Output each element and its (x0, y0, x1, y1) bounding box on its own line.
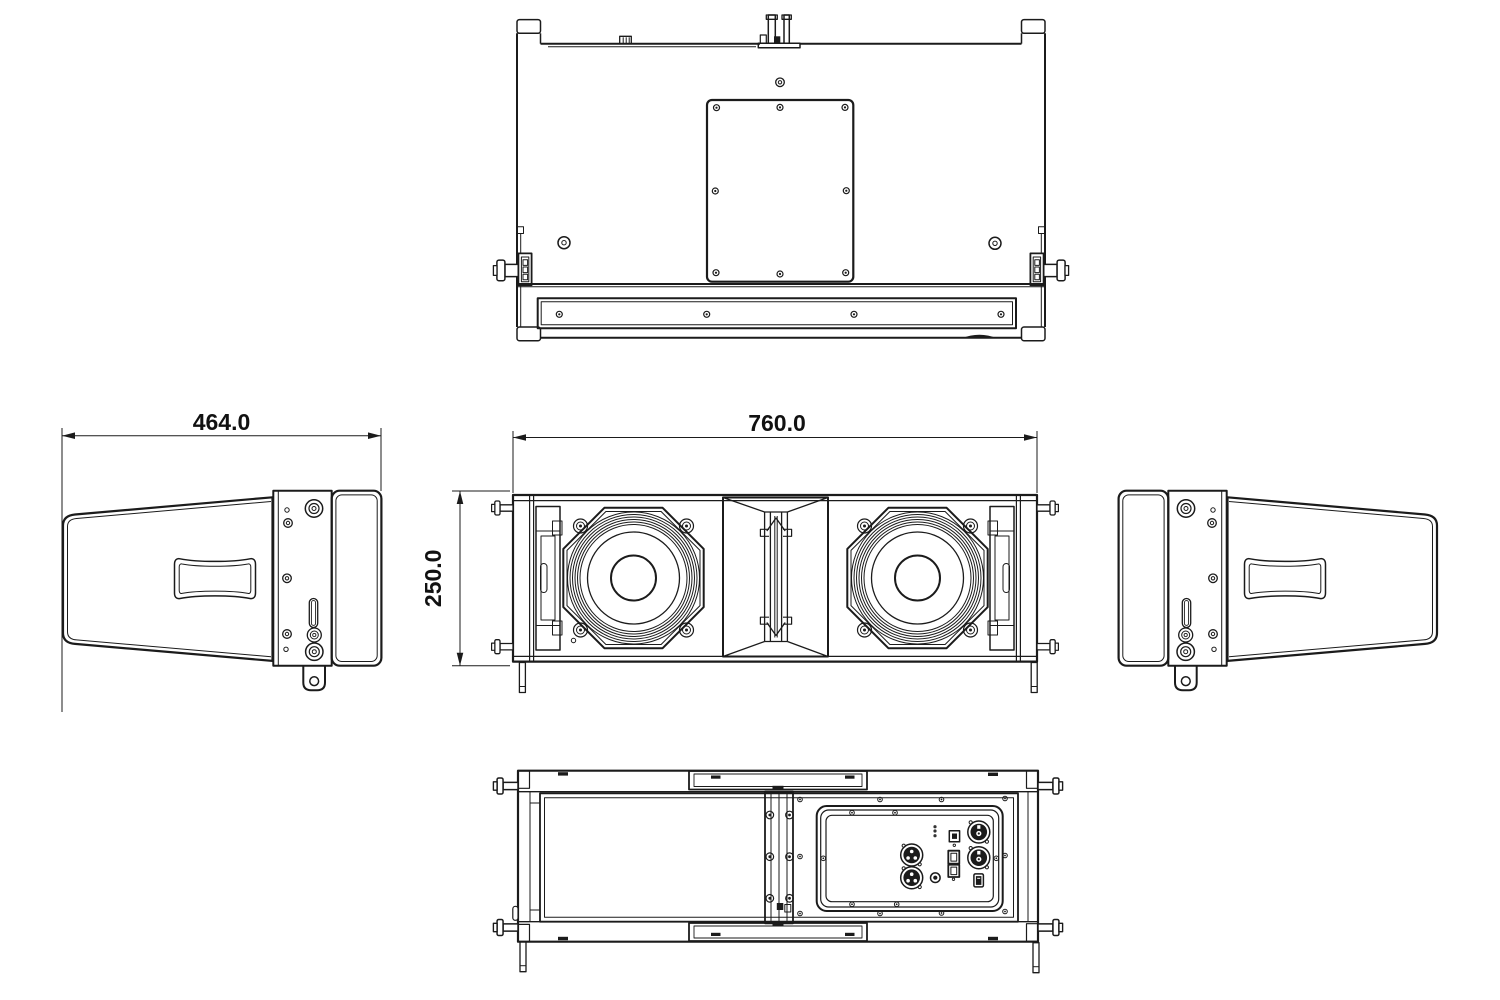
top-access-plate (705, 98, 855, 283)
woofer-left (562, 506, 705, 650)
amp-panel (815, 805, 1004, 912)
front-view (490, 493, 1060, 694)
top-edge-tab (619, 35, 632, 45)
rigging-pin (1036, 639, 1060, 655)
top-side-bracket-left (492, 226, 533, 327)
fuse-holder (948, 829, 961, 847)
rigging-pin (490, 500, 514, 516)
rigging-leg (518, 661, 527, 694)
rigging-pin (1036, 500, 1060, 516)
xlr-connector-input (899, 843, 924, 867)
rigging-pin (492, 918, 519, 937)
left-side-view (63, 491, 381, 691)
power-switch (973, 873, 985, 888)
rigging-pin (1037, 918, 1064, 937)
square-connector-1 (947, 849, 961, 865)
gain-knob (929, 872, 941, 884)
rigging-pin (1037, 777, 1064, 795)
vent-hole (933, 834, 937, 838)
dimension-side-width: 464.0 (61, 409, 382, 712)
dimension-front-height: 250.0 (420, 490, 510, 667)
rigging-bar-bottom (688, 922, 868, 942)
right-side-view (1119, 491, 1437, 691)
top-view (492, 14, 1070, 342)
dim-label-464: 464.0 (193, 409, 251, 435)
rear-view (492, 769, 1064, 974)
rigging-pin (490, 639, 514, 655)
powercon-connector-in (967, 820, 991, 844)
powercon-connector-out (967, 845, 991, 870)
rigging-leg (519, 941, 527, 973)
dimension-front-width: 760.0 (512, 410, 1038, 493)
square-connector-2 (947, 863, 961, 878)
xlr-connector-link (899, 865, 924, 890)
front-bracket-left (535, 505, 577, 651)
center-horn (722, 496, 829, 658)
dim-label-250: 250.0 (420, 550, 446, 608)
rigging-pin (492, 777, 519, 795)
vent-hole (933, 829, 937, 833)
dim-label-760: 760.0 (748, 410, 806, 436)
woofer-right (846, 506, 989, 650)
rigging-bracket-top (757, 14, 801, 49)
rigging-bar-top (688, 770, 868, 791)
rigging-leg (1032, 942, 1040, 974)
top-side-bracket-right (1029, 226, 1070, 327)
front-bracket-right (987, 505, 1015, 651)
center-rigging-rail (764, 790, 794, 925)
vent-hole (933, 825, 937, 829)
rigging-leg (1030, 661, 1038, 694)
